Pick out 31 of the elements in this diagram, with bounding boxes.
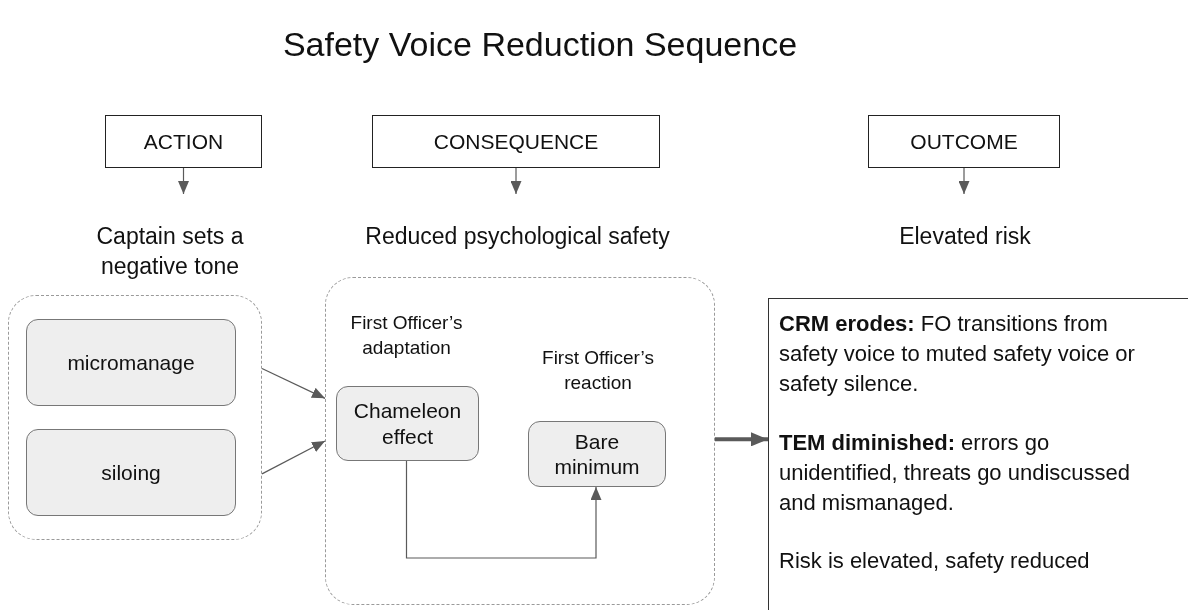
box-heading: First Officer’s reaction bbox=[541, 346, 655, 395]
arrow bbox=[261, 440, 326, 475]
arrow bbox=[510, 167, 522, 195]
dashed-group bbox=[325, 277, 715, 605]
label-box bbox=[105, 115, 262, 168]
behavior-box bbox=[26, 319, 236, 406]
box-label: OUTCOME bbox=[910, 129, 1018, 154]
box-label: ACTION bbox=[143, 129, 224, 154]
box-text: Bare minimum bbox=[553, 428, 641, 480]
label-box bbox=[372, 115, 660, 168]
outcome-paragraph: TEM diminished: errors go unidentified, threats go undiscussed and mismanaged. bbox=[779, 428, 1131, 517]
diagram-title: Safety Voice Reduction Sequence bbox=[281, 25, 799, 64]
box-text: micromanage bbox=[67, 349, 195, 376]
arrow bbox=[178, 167, 189, 195]
arrow bbox=[405, 459, 602, 559]
label-box bbox=[868, 115, 1060, 168]
box-text: Chameleon effect bbox=[352, 398, 463, 449]
outcome-panel bbox=[768, 298, 1188, 610]
behavior-box bbox=[26, 429, 236, 516]
box-heading: First Officer’s adaptation bbox=[349, 311, 464, 360]
dashed-group bbox=[8, 295, 262, 540]
arrow bbox=[958, 167, 970, 195]
arrow bbox=[261, 367, 326, 399]
box-label: CONSEQUENCE bbox=[433, 129, 599, 154]
stage-text: Elevated risk bbox=[899, 222, 1031, 251]
stage-text: Captain sets a negative tone bbox=[95, 222, 245, 281]
stage-text: Reduced psychological safety bbox=[365, 222, 670, 251]
outcome-paragraph: CRM erodes: FO transitions from safety voice to muted safety voice or safety silence. bbox=[779, 310, 1136, 398]
box-text: siloing bbox=[101, 459, 161, 486]
outcome-paragraph: Risk is elevated, safety reduced bbox=[779, 547, 1091, 576]
arrow bbox=[715, 432, 768, 447]
